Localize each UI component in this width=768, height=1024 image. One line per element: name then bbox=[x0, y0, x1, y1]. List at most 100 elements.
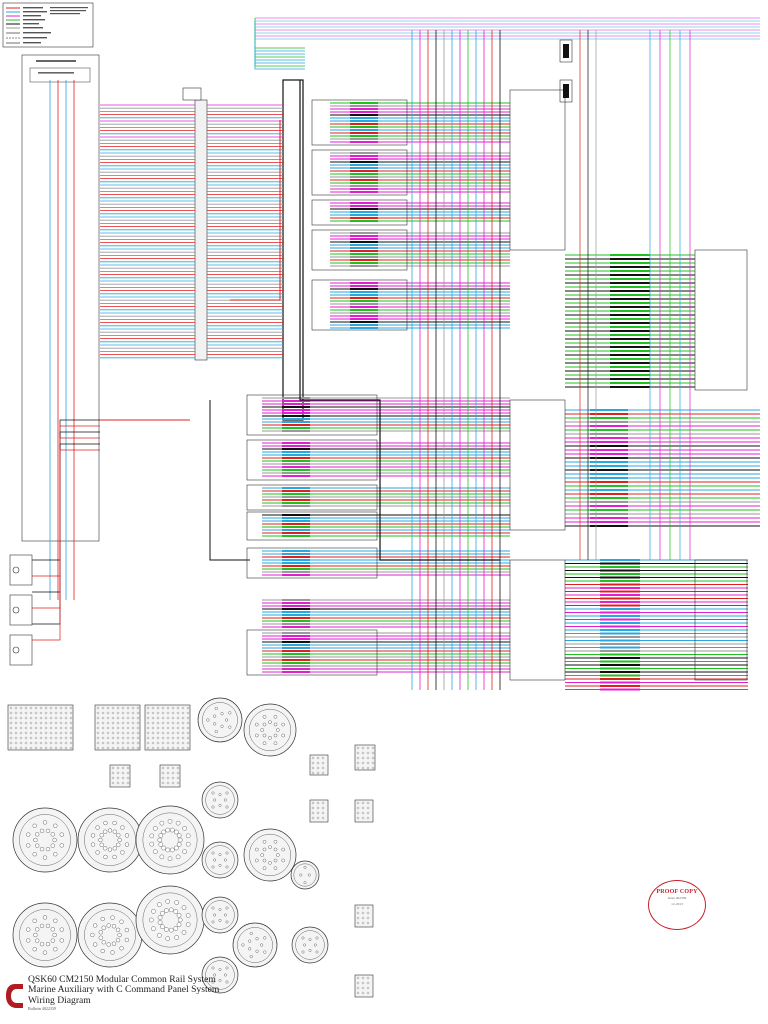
connector-face-icon bbox=[311, 816, 315, 820]
connector-face-icon bbox=[19, 909, 71, 961]
connector-face-icon bbox=[186, 706, 190, 710]
connector-face-icon bbox=[34, 731, 38, 735]
connector-face-icon bbox=[366, 811, 370, 815]
wire-label-block bbox=[282, 454, 310, 456]
connector-face-icon bbox=[311, 766, 315, 770]
wire-label-block bbox=[600, 594, 640, 596]
connector-face-icon bbox=[167, 856, 173, 861]
wire-label-block bbox=[282, 565, 310, 567]
connector-face-icon bbox=[171, 711, 175, 715]
wire-label-block bbox=[350, 262, 378, 264]
connector-face-icon bbox=[24, 716, 28, 720]
connector-face-icon bbox=[19, 736, 23, 740]
connector-face-icon bbox=[29, 711, 33, 715]
connector-face-icon bbox=[34, 721, 38, 725]
connector-face-icon bbox=[171, 741, 175, 745]
wire-label-block bbox=[350, 114, 378, 116]
connector-face-icon bbox=[126, 706, 130, 710]
connector-face-icon bbox=[59, 746, 63, 750]
connector-face-icon bbox=[146, 746, 150, 750]
connector-face-icon bbox=[171, 746, 175, 750]
connector-face-icon bbox=[176, 766, 180, 770]
connector-face-icon bbox=[45, 942, 51, 947]
connector-face-icon bbox=[121, 766, 125, 770]
wire bbox=[254, 30, 305, 61]
connector-face-icon bbox=[49, 711, 53, 715]
title-block: QSK60 CM2150 Modular Common Rail System … bbox=[28, 974, 219, 1012]
connector-face-icon bbox=[34, 746, 38, 750]
connector-face-icon bbox=[44, 726, 48, 730]
connector-face-icon bbox=[19, 814, 71, 866]
wire-label-block bbox=[600, 562, 640, 565]
connector-face-icon bbox=[290, 860, 320, 890]
connector-face-icon bbox=[124, 927, 130, 933]
connector-face-icon bbox=[59, 927, 64, 932]
connector-face-icon bbox=[156, 736, 160, 740]
connector-face-icon bbox=[112, 846, 117, 851]
connector-face-icon bbox=[168, 907, 174, 913]
connector-face-icon bbox=[315, 950, 319, 954]
connector-face-icon bbox=[90, 932, 95, 938]
connector-face-icon bbox=[77, 807, 143, 873]
connector-face-icon bbox=[50, 843, 55, 848]
connector-face-icon bbox=[39, 746, 43, 750]
wire-label-block bbox=[590, 465, 628, 467]
wire-label-block bbox=[350, 285, 378, 287]
connector-face-icon bbox=[64, 736, 68, 740]
connector-face-icon bbox=[29, 721, 33, 725]
wire-label-block bbox=[350, 265, 378, 267]
connector-face-icon bbox=[213, 973, 217, 977]
connector-face-icon bbox=[32, 918, 37, 923]
connector-face-icon bbox=[146, 726, 150, 730]
connector-face-icon bbox=[361, 916, 365, 920]
connector-face-icon bbox=[303, 943, 306, 947]
wire-label-block bbox=[350, 214, 378, 216]
connector-face-icon bbox=[110, 950, 115, 955]
connector-face-icon bbox=[24, 731, 28, 735]
wire-label-block bbox=[610, 306, 650, 308]
connector-face-icon bbox=[106, 721, 110, 725]
connector-face-icon bbox=[112, 820, 117, 826]
connector-face-icon bbox=[356, 811, 360, 815]
connector-face-icon bbox=[39, 706, 43, 710]
wire-label-block bbox=[600, 618, 640, 621]
connector-face-icon bbox=[111, 941, 117, 946]
wire-label-block bbox=[350, 306, 378, 308]
connector-face-icon bbox=[165, 847, 170, 853]
connector-face-icon bbox=[153, 849, 158, 854]
connector-face-icon bbox=[165, 936, 170, 941]
connector-face-icon bbox=[106, 706, 110, 710]
connector-face-icon bbox=[273, 858, 278, 863]
connector-face-icon bbox=[39, 731, 43, 735]
connector-face-icon bbox=[316, 756, 320, 760]
connector-face-icon bbox=[361, 991, 365, 995]
connector-face-icon bbox=[39, 716, 43, 720]
connector-face-icon bbox=[213, 913, 217, 917]
wire-label-block bbox=[590, 505, 628, 507]
wire-label-block bbox=[610, 294, 650, 296]
wire-label-block bbox=[610, 282, 650, 284]
wire-label-block bbox=[610, 322, 650, 324]
connector-face-icon bbox=[39, 726, 43, 730]
connector-face-icon bbox=[366, 751, 370, 755]
connector-face-icon bbox=[361, 986, 365, 990]
connector-face-icon bbox=[243, 828, 297, 882]
connector-face-icon bbox=[101, 731, 105, 735]
connector-face-icon bbox=[273, 733, 278, 738]
connector-face-icon bbox=[174, 845, 179, 851]
wire-label-block bbox=[610, 386, 650, 388]
connector-face-icon bbox=[249, 931, 253, 936]
wire-label-block bbox=[600, 559, 640, 561]
connector-face-icon bbox=[371, 751, 375, 755]
connector-face-icon bbox=[136, 711, 140, 715]
wire-label-block bbox=[350, 155, 378, 157]
connector-face-icon bbox=[77, 902, 143, 968]
wire-label-block bbox=[600, 576, 640, 579]
connector-face-icon bbox=[45, 923, 51, 928]
top-right-connectors bbox=[563, 44, 569, 98]
wire-label-block bbox=[610, 338, 650, 340]
connector-face-icon bbox=[49, 746, 53, 750]
connector-face-icon bbox=[166, 776, 170, 780]
connector-face-icon bbox=[248, 708, 292, 752]
connector-face-icon bbox=[59, 938, 64, 943]
